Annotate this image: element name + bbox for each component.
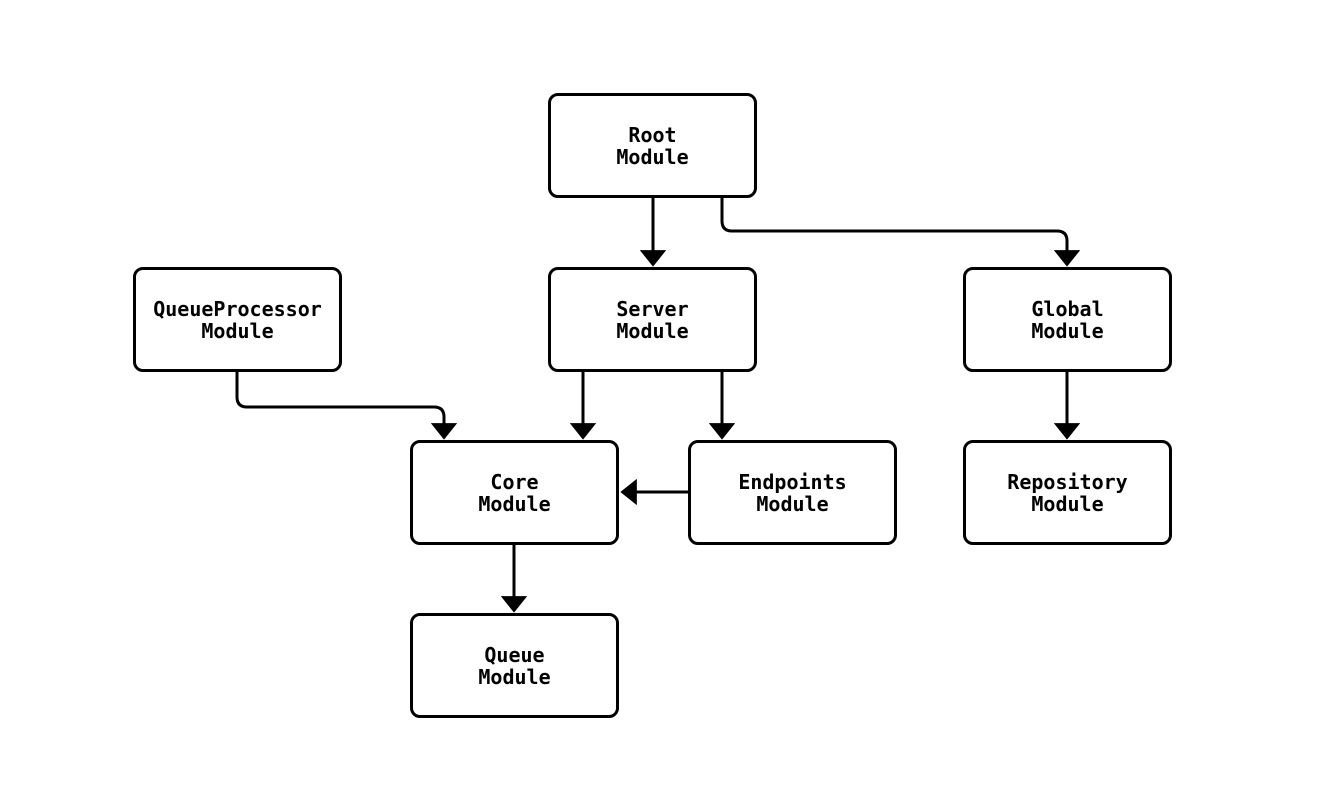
node-root-module: Root Module [548, 93, 757, 198]
node-endpoints-module: Endpoints Module [688, 440, 897, 545]
edge-root-to-global [720, 198, 1081, 267]
node-core-module: Core Module [410, 440, 619, 545]
node-queueprocessor-module: QueueProcessor Module [133, 267, 342, 372]
edge-queueprocessor-to-core [235, 372, 458, 440]
node-queue-module: Queue Module [410, 613, 619, 718]
node-server-module: Server Module [548, 267, 757, 372]
node-repository-module: Repository Module [963, 440, 1172, 545]
node-global-module: Global Module [963, 267, 1172, 372]
